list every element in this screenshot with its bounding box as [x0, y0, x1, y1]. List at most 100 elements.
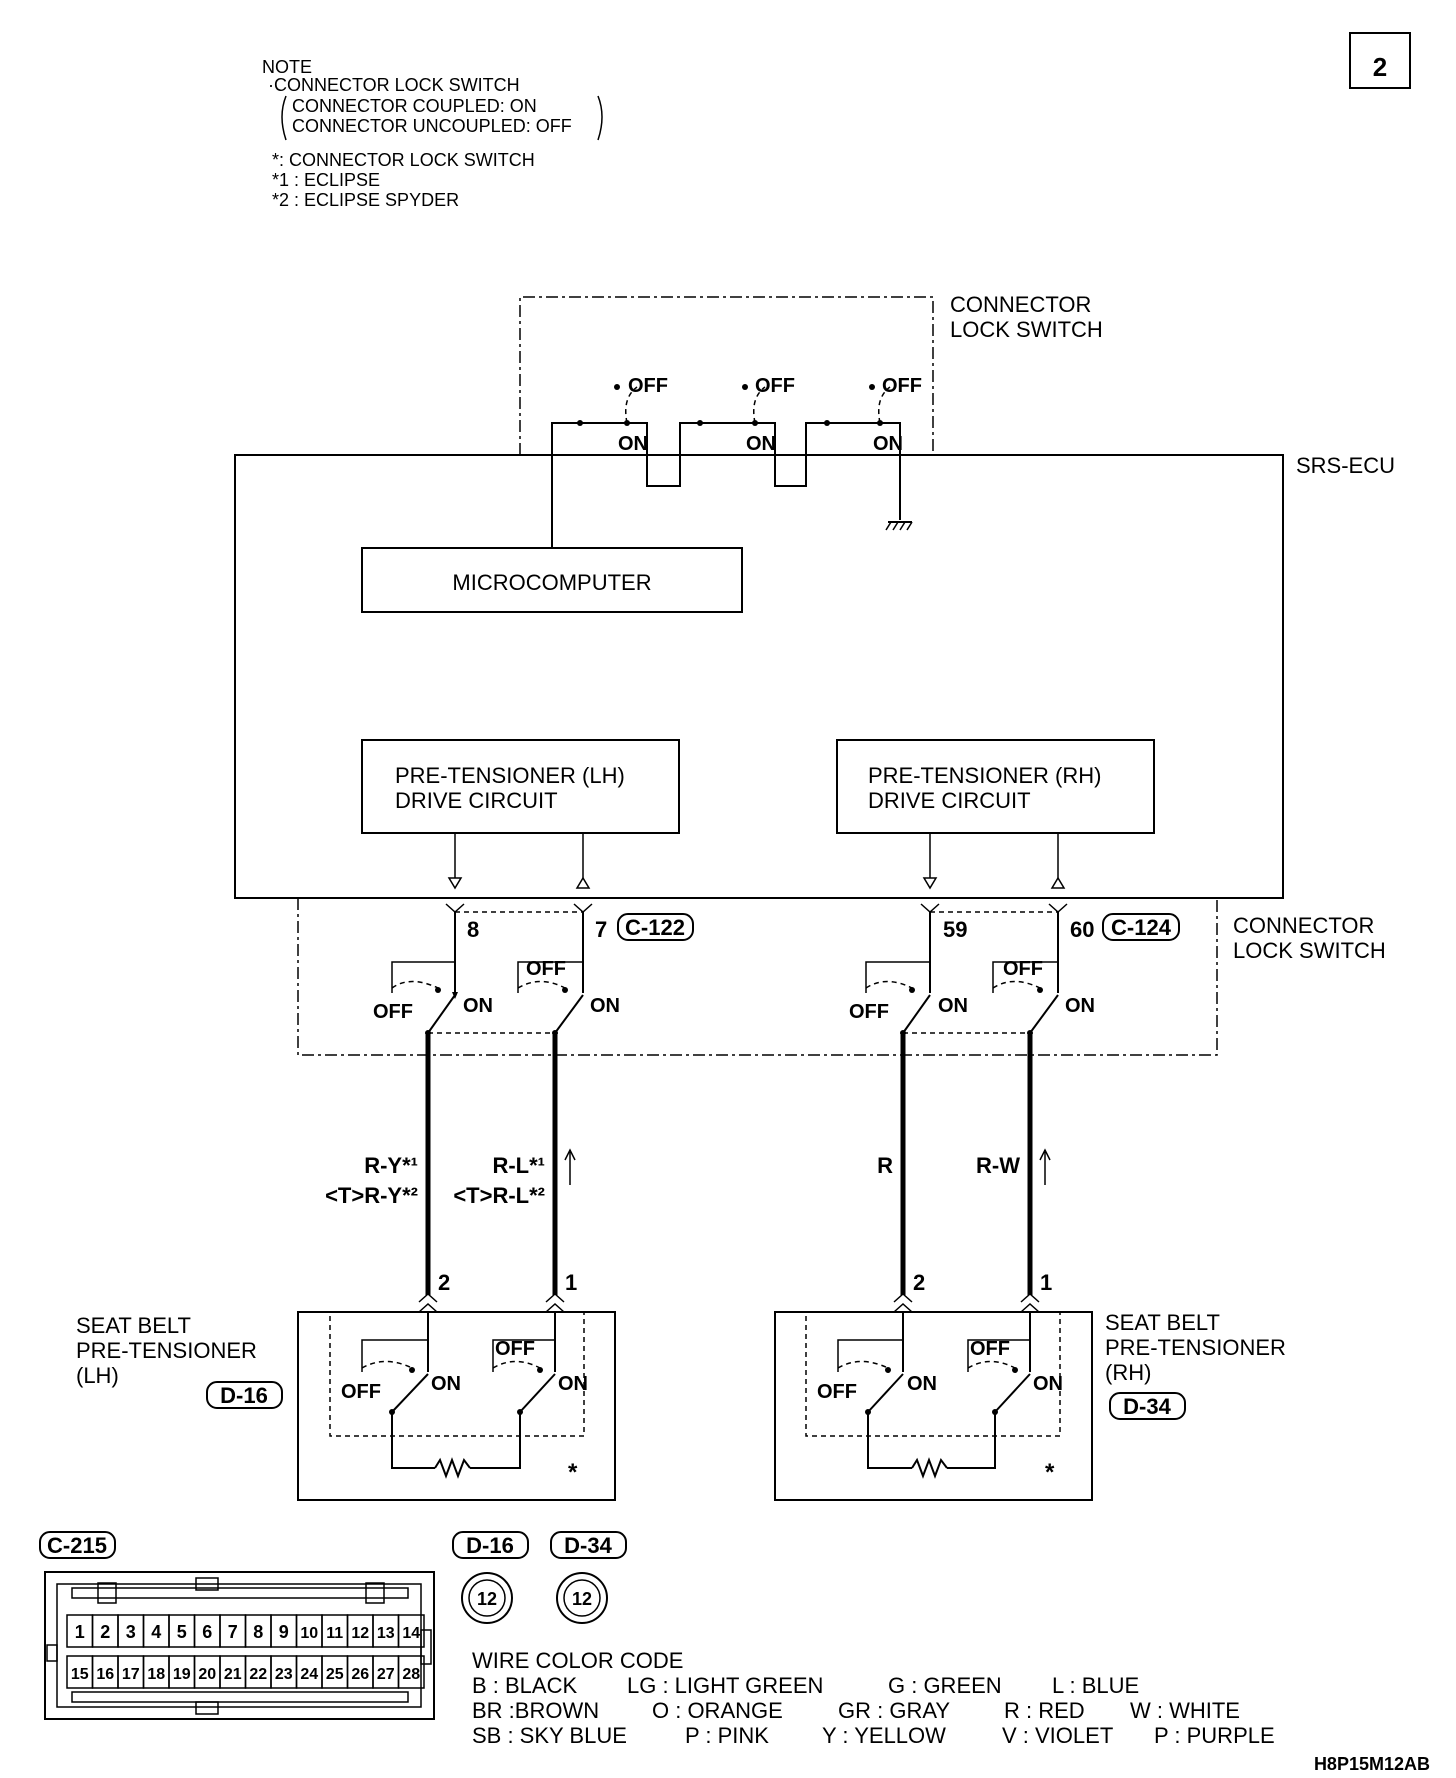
c122-badge — [617, 913, 694, 941]
c215-pin-label: 14 — [402, 1625, 420, 1642]
lh-star: * — [568, 1459, 578, 1486]
rh-sw1-off: OFF — [817, 1381, 857, 1403]
mid-rh-sw2-on: ON — [1065, 995, 1095, 1017]
c215-pin-label: 25 — [326, 1666, 344, 1683]
wc-r2-3: R : RED — [1004, 1698, 1085, 1723]
c215-pin-label: 13 — [377, 1625, 395, 1642]
c122-label: C-122 — [625, 915, 685, 940]
c215-pin-label: 20 — [198, 1666, 216, 1683]
mid-switches-rh: OFF ON OFF ON — [849, 912, 1095, 1036]
wc-r2-1: O : ORANGE — [652, 1698, 783, 1723]
note-line-1: ·CONNECTOR LOCK SWITCH — [268, 75, 520, 95]
top-switch-circuit: OFF ON OFF ON OFF ON — [551, 375, 922, 548]
note-title: NOTE — [262, 57, 312, 77]
d16-face-pins: 12 — [477, 1589, 497, 1609]
mid-switches-lh: OFF ON OFF ON — [373, 912, 620, 1036]
small-connectors: D-16 D-34 12 12 — [452, 1531, 627, 1624]
rh-sw2-off: OFF — [970, 1338, 1010, 1360]
wc-r2-0: BR :BROWN — [472, 1698, 599, 1723]
rh-star: * — [1045, 1459, 1055, 1486]
mid-lh-sw1-off: OFF — [373, 1001, 413, 1023]
wc-r3-1: P : PINK — [685, 1723, 769, 1748]
top-switch-3-off: OFF — [882, 375, 922, 397]
c124-badge — [1102, 913, 1180, 941]
pin-59: 59 — [943, 917, 967, 942]
lh-drive-label-1: PRE-TENSIONER (LH) — [395, 763, 625, 788]
c215-pin-label: 8 — [253, 1622, 263, 1642]
c215-pin-cell — [397, 1614, 425, 1648]
lh-sw1-off: OFF — [341, 1381, 381, 1403]
rh-pin-1: 1 — [1040, 1270, 1052, 1295]
c215-pin-label: 22 — [249, 1666, 267, 1683]
srs-ecu: SRS-ECU — [234, 453, 1395, 899]
note-paren-right — [597, 95, 603, 141]
d16-badge — [206, 1381, 283, 1409]
note-block: NOTE ·CONNECTOR LOCK SWITCH CONNECTOR CO… — [262, 57, 603, 210]
d16-label: D-16 — [220, 1383, 268, 1408]
srs-ecu-label: SRS-ECU — [1296, 453, 1395, 478]
wire-label-rw: R-W — [976, 1153, 1020, 1178]
rh-drive-circuit: PRE-TENSIONER (RH) DRIVE CIRCUIT — [836, 739, 1155, 834]
c215-pin-label: 1 — [75, 1622, 85, 1642]
mid-connector-lock-switch: CONNECTOR LOCK SWITCH — [297, 898, 1386, 1056]
lh-pin-1: 1 — [565, 1270, 577, 1295]
mid-rh-sw1-on: ON — [938, 995, 968, 1017]
page-number: 2 — [1373, 52, 1387, 82]
wc-r2-2: GR : GRAY — [838, 1698, 950, 1723]
c215-pin-label: 4 — [151, 1622, 161, 1642]
wc-r3-3: V : VIOLET — [1002, 1723, 1113, 1748]
c215-pin-label: 18 — [147, 1666, 165, 1683]
wc-r3-2: Y : YELLOW — [822, 1723, 946, 1748]
note-star-2: *2 : ECLIPSE SPYDER — [272, 190, 459, 210]
rh-sw1-on: ON — [907, 1373, 937, 1395]
d34-label: D-34 — [1123, 1394, 1171, 1419]
pin-8: 8 — [467, 917, 479, 942]
note-star-1: *1 : ECLIPSE — [272, 170, 380, 190]
c215-pin-label: 2 — [100, 1622, 110, 1642]
d34-face-badge — [550, 1531, 627, 1559]
wire-color-code: WIRE COLOR CODE B : BLACK LG : LIGHT GRE… — [472, 1648, 1275, 1748]
wire-label-ry-t: <T>R-Y*² — [325, 1183, 418, 1208]
mid-lh-sw1-on: ON — [463, 995, 493, 1017]
c215-pin-label: 10 — [300, 1625, 318, 1642]
wc-r2-4: W : WHITE — [1130, 1698, 1240, 1723]
mid-rh-sw1-off: OFF — [849, 1001, 889, 1023]
note-star: *: CONNECTOR LOCK SWITCH — [272, 150, 535, 170]
c215-pin-label: 3 — [126, 1622, 136, 1642]
seat-lh-label-1: SEAT BELT — [76, 1313, 191, 1338]
seat-rh-label-1: SEAT BELT — [1105, 1310, 1220, 1335]
mid-lh-sw2-on: ON — [590, 995, 620, 1017]
c215-pin-label: 6 — [202, 1622, 212, 1642]
harness-wires: R-Y*¹ <T>R-Y*² R-L*¹ <T>R-L*² R R-W — [325, 1035, 1051, 1295]
rh-pin-2: 2 — [913, 1270, 925, 1295]
top-switch-3-on: ON — [873, 433, 903, 455]
top-switch-1-off: OFF — [628, 375, 668, 397]
c215-pin-label: 9 — [279, 1622, 289, 1642]
c215-pin-label: 19 — [173, 1666, 191, 1683]
d16-face-badge — [452, 1531, 529, 1559]
c215-pin-label: 11 — [326, 1625, 343, 1642]
c215-pin-label: 5 — [177, 1622, 187, 1642]
lh-pin-2: 2 — [438, 1270, 450, 1295]
figure-code: H8P15M12AB — [1314, 1754, 1430, 1774]
mid-rh-sw2-off: OFF — [1003, 958, 1043, 980]
c215-pin-label: 15 — [71, 1666, 89, 1683]
seat-belt-pretensioner-rh: OFF ON OFF ON * SEAT BELT PRE-TENSIONER … — [774, 1310, 1286, 1501]
c124-label: C-124 — [1111, 915, 1172, 940]
d34-face-label: D-34 — [564, 1533, 612, 1558]
top-lock-switch-label-2: LOCK SWITCH — [950, 317, 1103, 342]
ecu-connector-pins: 8 7 C-122 59 60 C-124 — [445, 903, 1180, 942]
seat-lh-label-2: PRE-TENSIONER — [76, 1338, 257, 1363]
pin-60: 60 — [1070, 917, 1094, 942]
d34-face-pins: 12 — [572, 1589, 592, 1609]
note-paren-left — [281, 95, 287, 141]
lh-sw1-on: ON — [431, 1373, 461, 1395]
c215-pin-label: 28 — [402, 1666, 420, 1683]
seat-lh-label-3: (LH) — [76, 1363, 119, 1388]
mid-lock-switch-label-1: CONNECTOR — [1233, 913, 1374, 938]
wc-r1-3: L : BLUE — [1052, 1673, 1139, 1698]
wire-label-rl-t: <T>R-L*² — [453, 1183, 545, 1208]
